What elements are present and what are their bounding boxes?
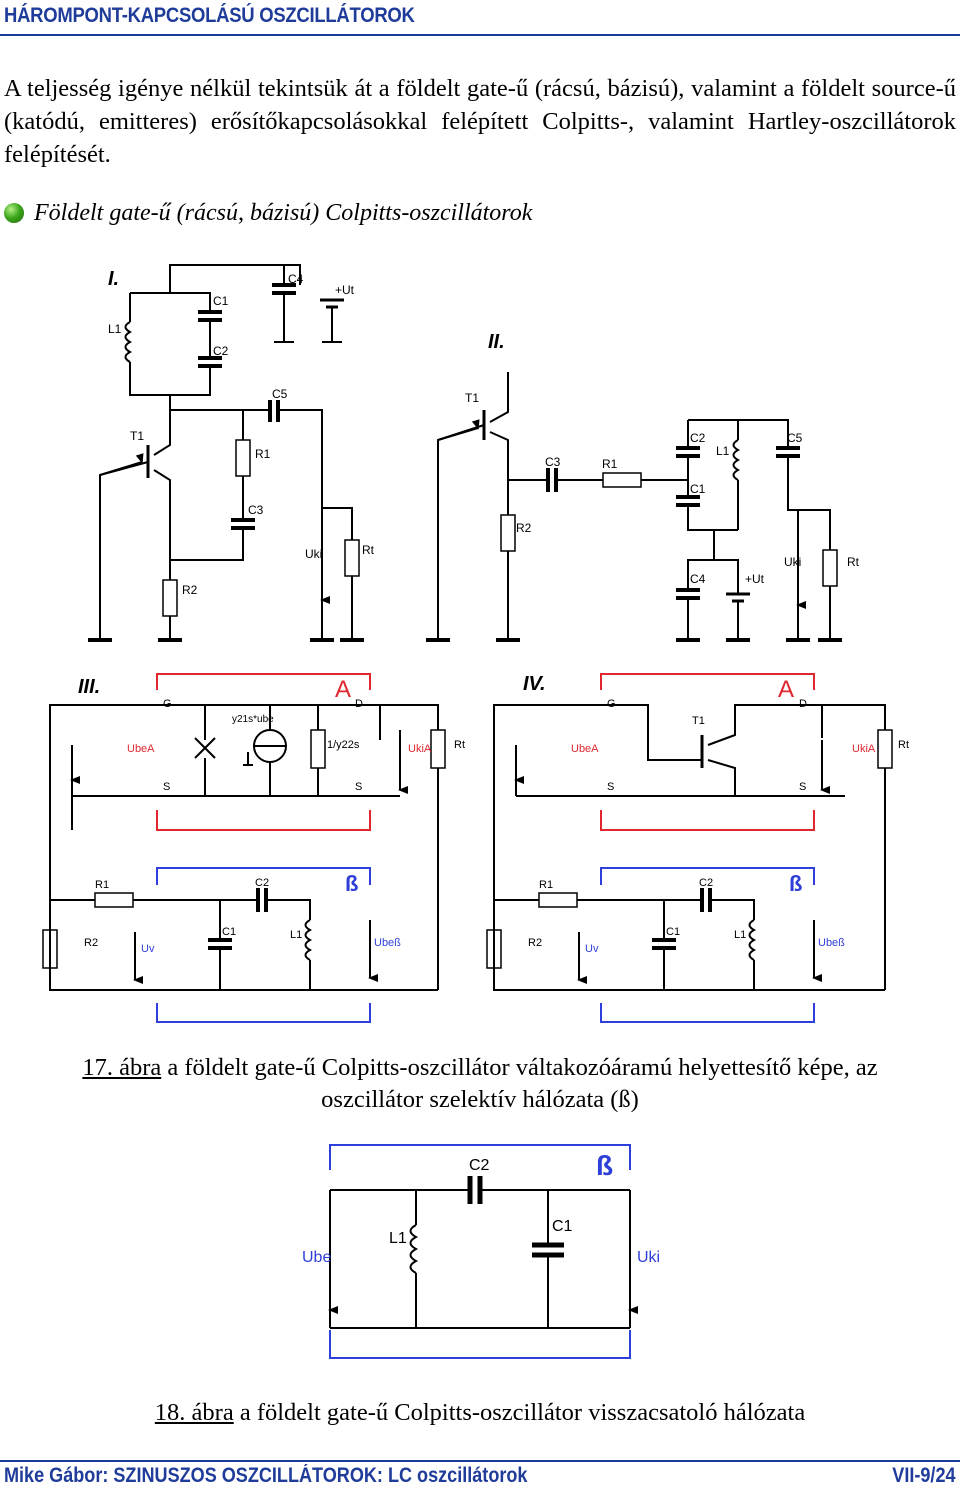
circuit-label: C3 — [248, 503, 264, 517]
circuit-label: T1 — [130, 429, 144, 443]
circuit-label: UbeA — [127, 743, 155, 755]
circuit-label: C5 — [272, 387, 288, 401]
circuit-label: C1 — [222, 926, 236, 938]
circuit-label: C1 — [666, 926, 680, 938]
circuit-label: +Ut — [335, 283, 355, 297]
circuit-label: Uki — [637, 1249, 660, 1266]
footer-left: Mike Gábor: SZINUSZOS OSZCILLÁTOROK: LC … — [4, 1464, 528, 1487]
circuit-label: III. — [78, 676, 100, 698]
green-bullet-icon — [4, 203, 24, 223]
circuit-label: C1 — [552, 1218, 573, 1235]
circuit-label: C2 — [699, 877, 713, 889]
figure-18-number: 18. ábra — [154, 1399, 234, 1426]
circuit-iv — [486, 673, 893, 1023]
circuit-label: A — [778, 676, 794, 703]
circuit-label: C2 — [255, 877, 269, 889]
circuit-label: 1/y22s — [327, 739, 360, 751]
circuit-label: G — [163, 698, 172, 710]
circuit-label: L1 — [389, 1230, 407, 1247]
circuit-label: IV. — [523, 673, 546, 695]
circuit-ii — [426, 372, 842, 642]
circuit-label: Uki — [784, 555, 801, 569]
footer-rule — [0, 1460, 960, 1462]
circuit-label: R1 — [95, 879, 109, 891]
section-title: Földelt gate-ű (rácsú, bázisú) Colpitts-… — [34, 200, 533, 226]
circuit-i — [88, 264, 364, 642]
footer-page-number: VII-9/24 — [892, 1464, 956, 1487]
circuit-label: C4 — [690, 572, 706, 586]
circuit-label: C2 — [469, 1157, 490, 1174]
circuit-label: Rt — [898, 739, 909, 751]
circuit-label: R1 — [255, 447, 271, 461]
circuit-label: II. — [488, 331, 505, 353]
circuit-label: Rt — [847, 555, 860, 569]
circuit-label: L1 — [734, 929, 746, 941]
circuit-label: G — [607, 698, 616, 710]
circuit-label: UbeA — [571, 743, 599, 755]
circuit-label: R2 — [528, 937, 542, 949]
figure-18-caption-text: a földelt gate-ű Colpitts-oszcillátor vi… — [233, 1399, 806, 1426]
circuit-label: y21s*ube — [232, 714, 274, 725]
circuit-label: R2 — [182, 583, 198, 597]
circuit-label: ß — [596, 1150, 613, 1181]
circuit-label: C1 — [690, 482, 706, 496]
circuit-label: ß — [345, 871, 358, 896]
figure-17-caption-line2: oszcillátor szelektív hálózata (ß) — [321, 1086, 639, 1113]
circuit-label: ß — [789, 871, 802, 896]
circuit-label: L1 — [716, 444, 730, 458]
circuit-label: C2 — [690, 431, 706, 445]
circuit-label: R2 — [84, 937, 98, 949]
circuit-label: Ubeß — [818, 937, 845, 949]
circuit-label: I. — [108, 268, 119, 290]
page-header-title: HÁROMPONT-KAPCSOLÁSÚ OSZCILLÁTOROK — [4, 4, 415, 27]
circuit-label: D — [799, 698, 807, 710]
circuit-label: A — [335, 676, 351, 703]
header-rule — [0, 34, 960, 36]
circuit-label: Rt — [362, 543, 375, 557]
circuit-label: UkiA — [852, 743, 876, 755]
figure-17-number: 17. ábra — [82, 1054, 162, 1081]
circuit-label: Ube — [302, 1249, 331, 1266]
circuit-label: Uv — [585, 943, 599, 955]
circuit-label: C3 — [545, 455, 561, 469]
circuit-label: C5 — [787, 431, 803, 445]
circuit-label: S — [163, 781, 170, 793]
figure-17-caption: 17. ábra a földelt gate-ű Colpitts-oszci… — [0, 1052, 960, 1116]
intro-paragraph: A teljesség igénye nélkül tekintsük át a… — [4, 75, 956, 168]
circuit-iii — [42, 673, 446, 1023]
circuit-label: C1 — [213, 294, 229, 308]
figure-18-caption: 18. ábra a földelt gate-ű Colpitts-oszci… — [0, 1397, 960, 1429]
circuit-label: S — [607, 781, 614, 793]
circuit-label: +Ut — [745, 572, 765, 586]
circuit-label: C2 — [213, 344, 229, 358]
circuit-label: UkiA — [408, 743, 432, 755]
circuit-label: R1 — [602, 457, 618, 471]
circuit-label: Ubeß — [374, 937, 401, 949]
circuit-label: L1 — [290, 929, 302, 941]
circuit-label: S — [799, 781, 806, 793]
circuit-label: T1 — [692, 715, 705, 727]
circuit-label: R1 — [539, 879, 553, 891]
figure-17-caption-text: a földelt gate-ű Colpitts-oszcillátor vá… — [161, 1054, 878, 1081]
circuit-18 — [328, 1144, 638, 1359]
circuit-label: Uv — [141, 943, 155, 955]
circuit-label: D — [355, 698, 363, 710]
circuit-label: Rt — [454, 739, 465, 751]
circuit-label: C4 — [288, 272, 304, 286]
circuit-label: R2 — [516, 521, 532, 535]
circuit-label: T1 — [465, 391, 479, 405]
circuit-label: L1 — [108, 322, 122, 336]
circuit-label: S — [355, 781, 362, 793]
circuit-label: Uki — [305, 547, 322, 561]
